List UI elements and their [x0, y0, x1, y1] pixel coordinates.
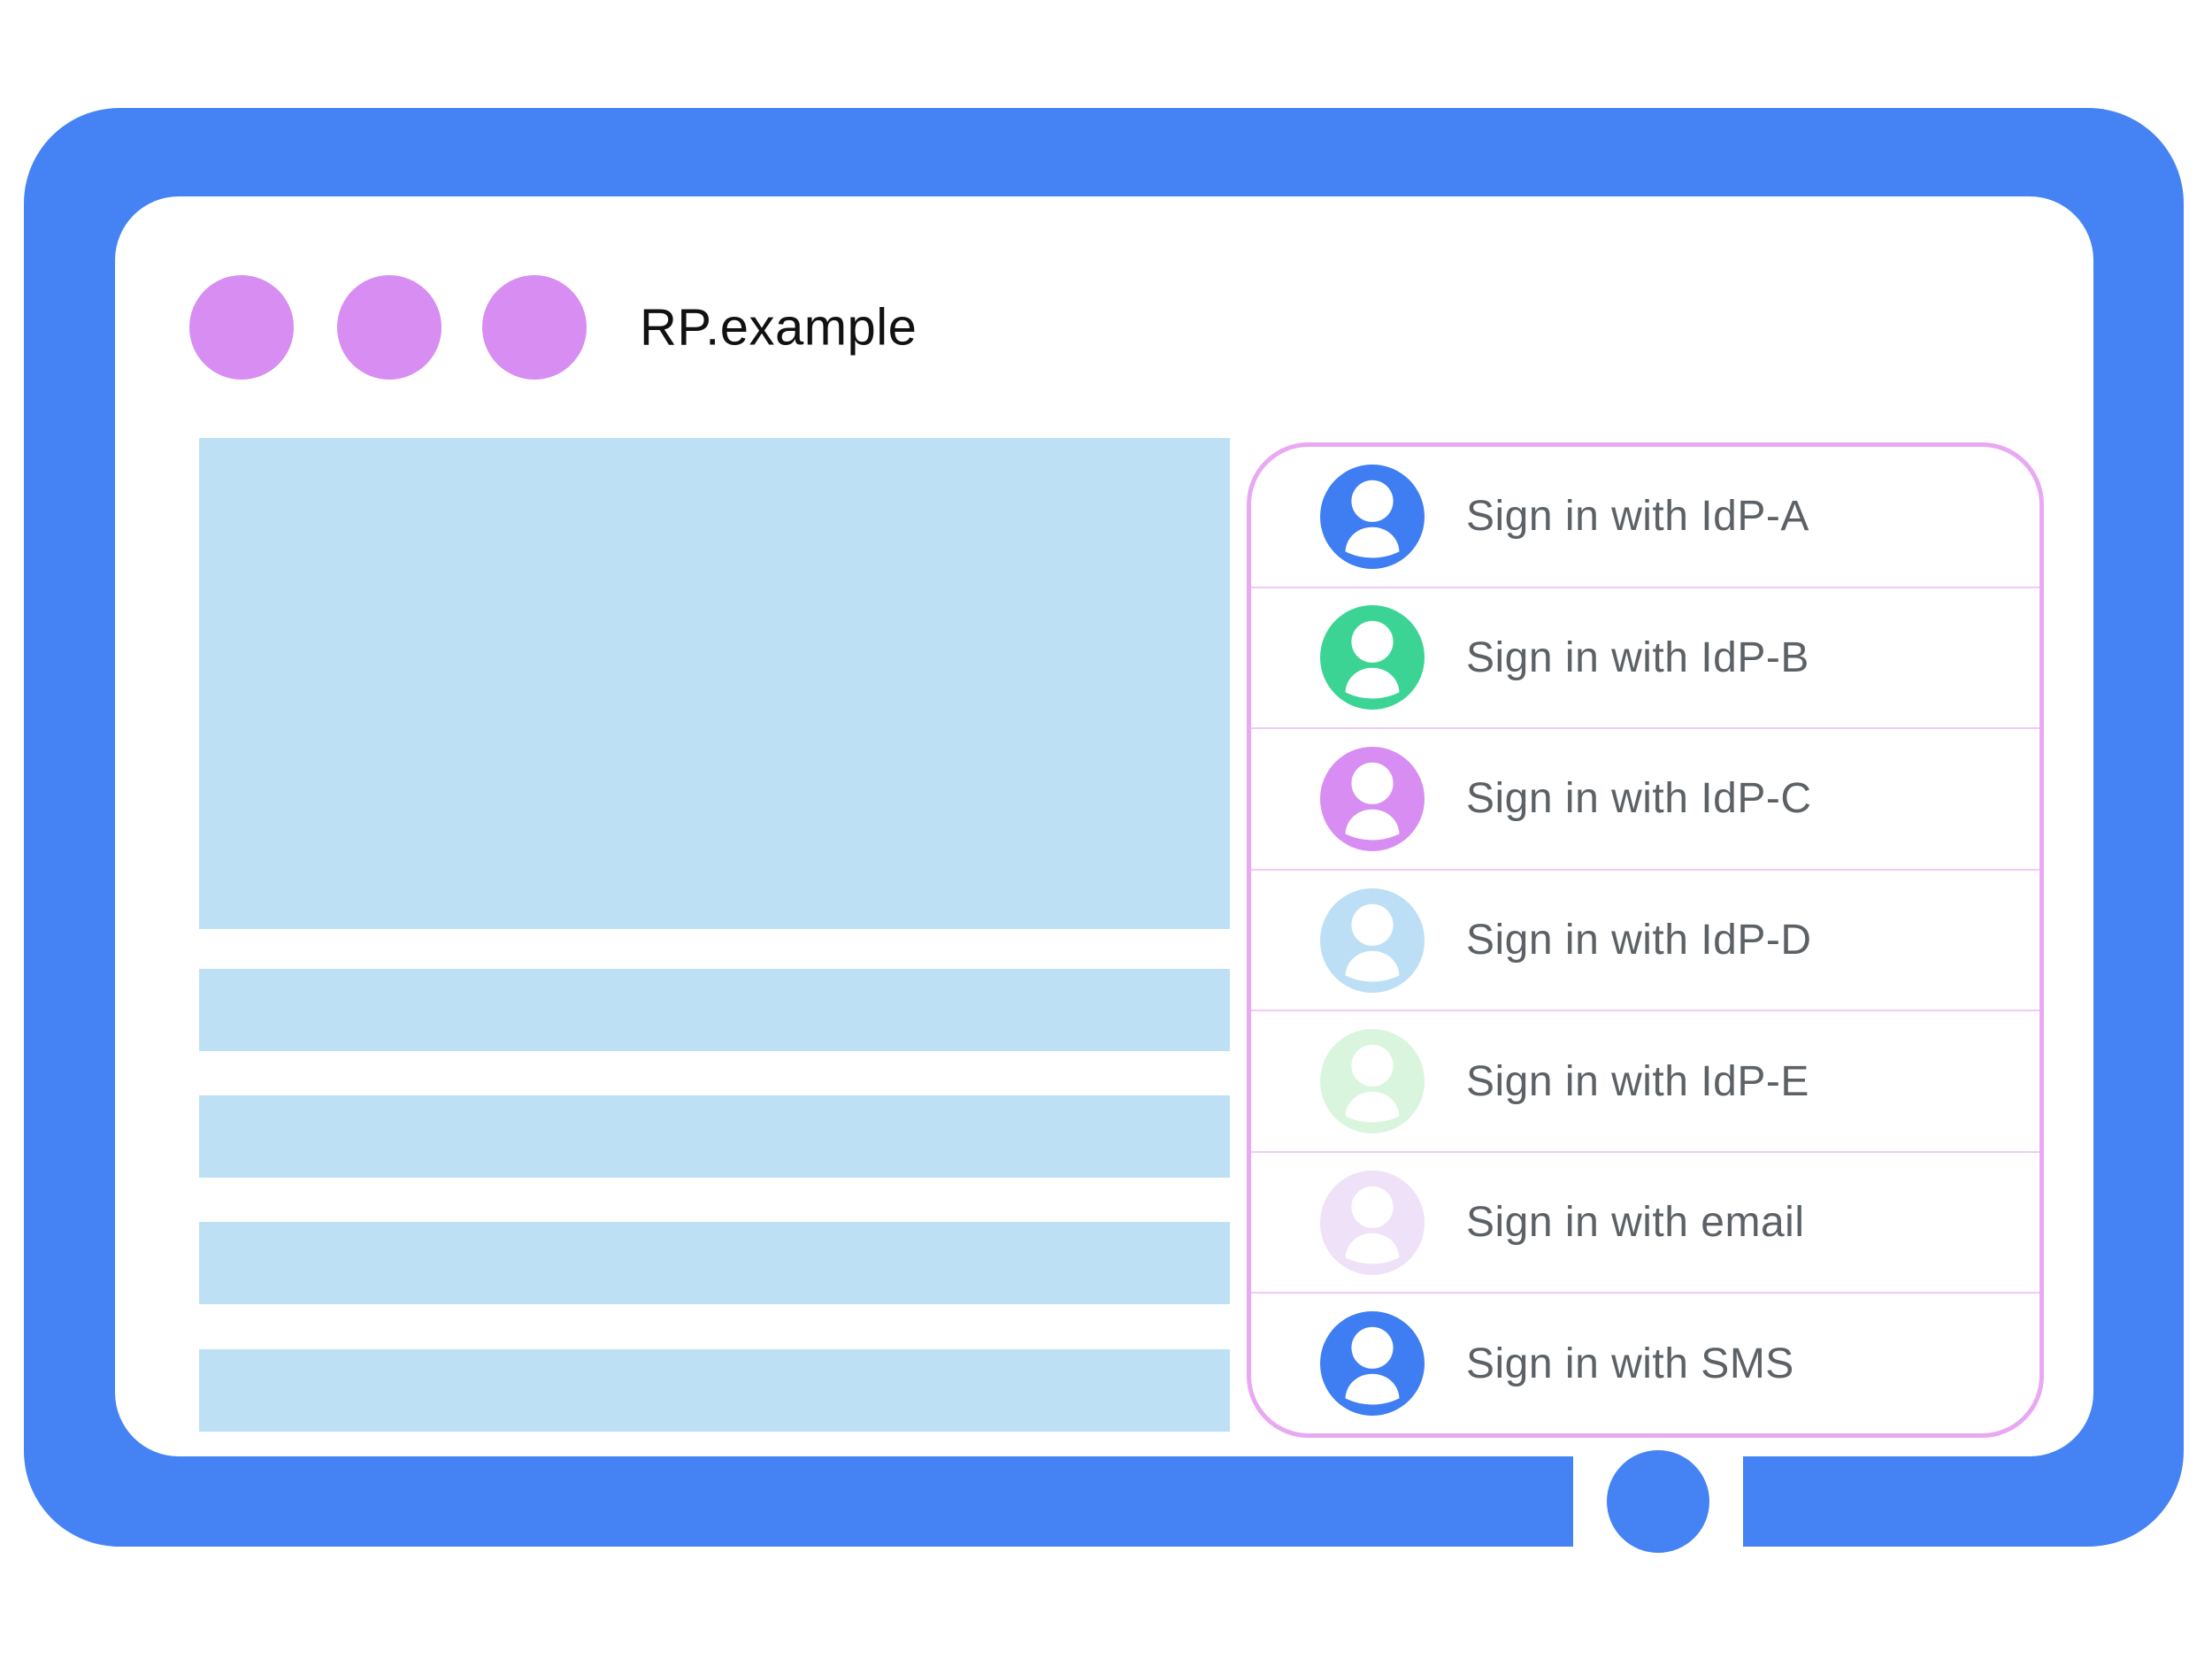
frame-bottom-bar-cap	[1743, 1456, 1833, 1547]
person-icon	[1320, 887, 1425, 993]
person-icon	[1320, 1029, 1425, 1134]
person-icon	[1320, 464, 1425, 569]
window-dot-icon	[189, 275, 294, 380]
page-title: RP.example	[640, 298, 918, 357]
content-placeholder-line	[199, 969, 1230, 1051]
frame-bottom-bar-cap	[1483, 1456, 1573, 1547]
content-placeholder-line	[199, 1222, 1230, 1304]
signin-option[interactable]: Sign in with IdP-D	[1251, 868, 2039, 1010]
content-placeholder-hero	[199, 438, 1230, 929]
signin-option[interactable]: Sign in with email	[1251, 1150, 2039, 1293]
signin-option-label: Sign in with IdP-D	[1466, 917, 1812, 964]
content-placeholder-line	[199, 1349, 1230, 1432]
signin-option[interactable]: Sign in with IdP-B	[1251, 586, 2039, 728]
signin-dialog: Sign in with IdP-A Sign in with IdP-B Si…	[1247, 442, 2044, 1438]
person-icon	[1320, 605, 1425, 710]
signin-option-label: Sign in with IdP-E	[1466, 1057, 1809, 1105]
person-icon	[1320, 1311, 1425, 1417]
signin-option[interactable]: Sign in with IdP-A	[1251, 447, 2039, 587]
content-placeholder-line	[199, 1095, 1230, 1178]
signin-option-label: Sign in with IdP-B	[1466, 634, 1809, 681]
window-dot-icon	[337, 275, 442, 380]
signin-option-label: Sign in with SMS	[1466, 1340, 1794, 1387]
signin-option-label: Sign in with IdP-C	[1466, 775, 1812, 823]
signin-option[interactable]: Sign in with SMS	[1251, 1292, 2039, 1433]
signin-option[interactable]: Sign in with IdP-C	[1251, 727, 2039, 869]
window-dot-icon	[482, 275, 587, 380]
signin-option[interactable]: Sign in with IdP-E	[1251, 1010, 2039, 1151]
signin-option-label: Sign in with email	[1466, 1199, 1805, 1247]
home-button	[1607, 1450, 1709, 1553]
signin-option-label: Sign in with IdP-A	[1466, 493, 1809, 541]
person-icon	[1320, 1170, 1425, 1275]
person-icon	[1320, 746, 1425, 851]
